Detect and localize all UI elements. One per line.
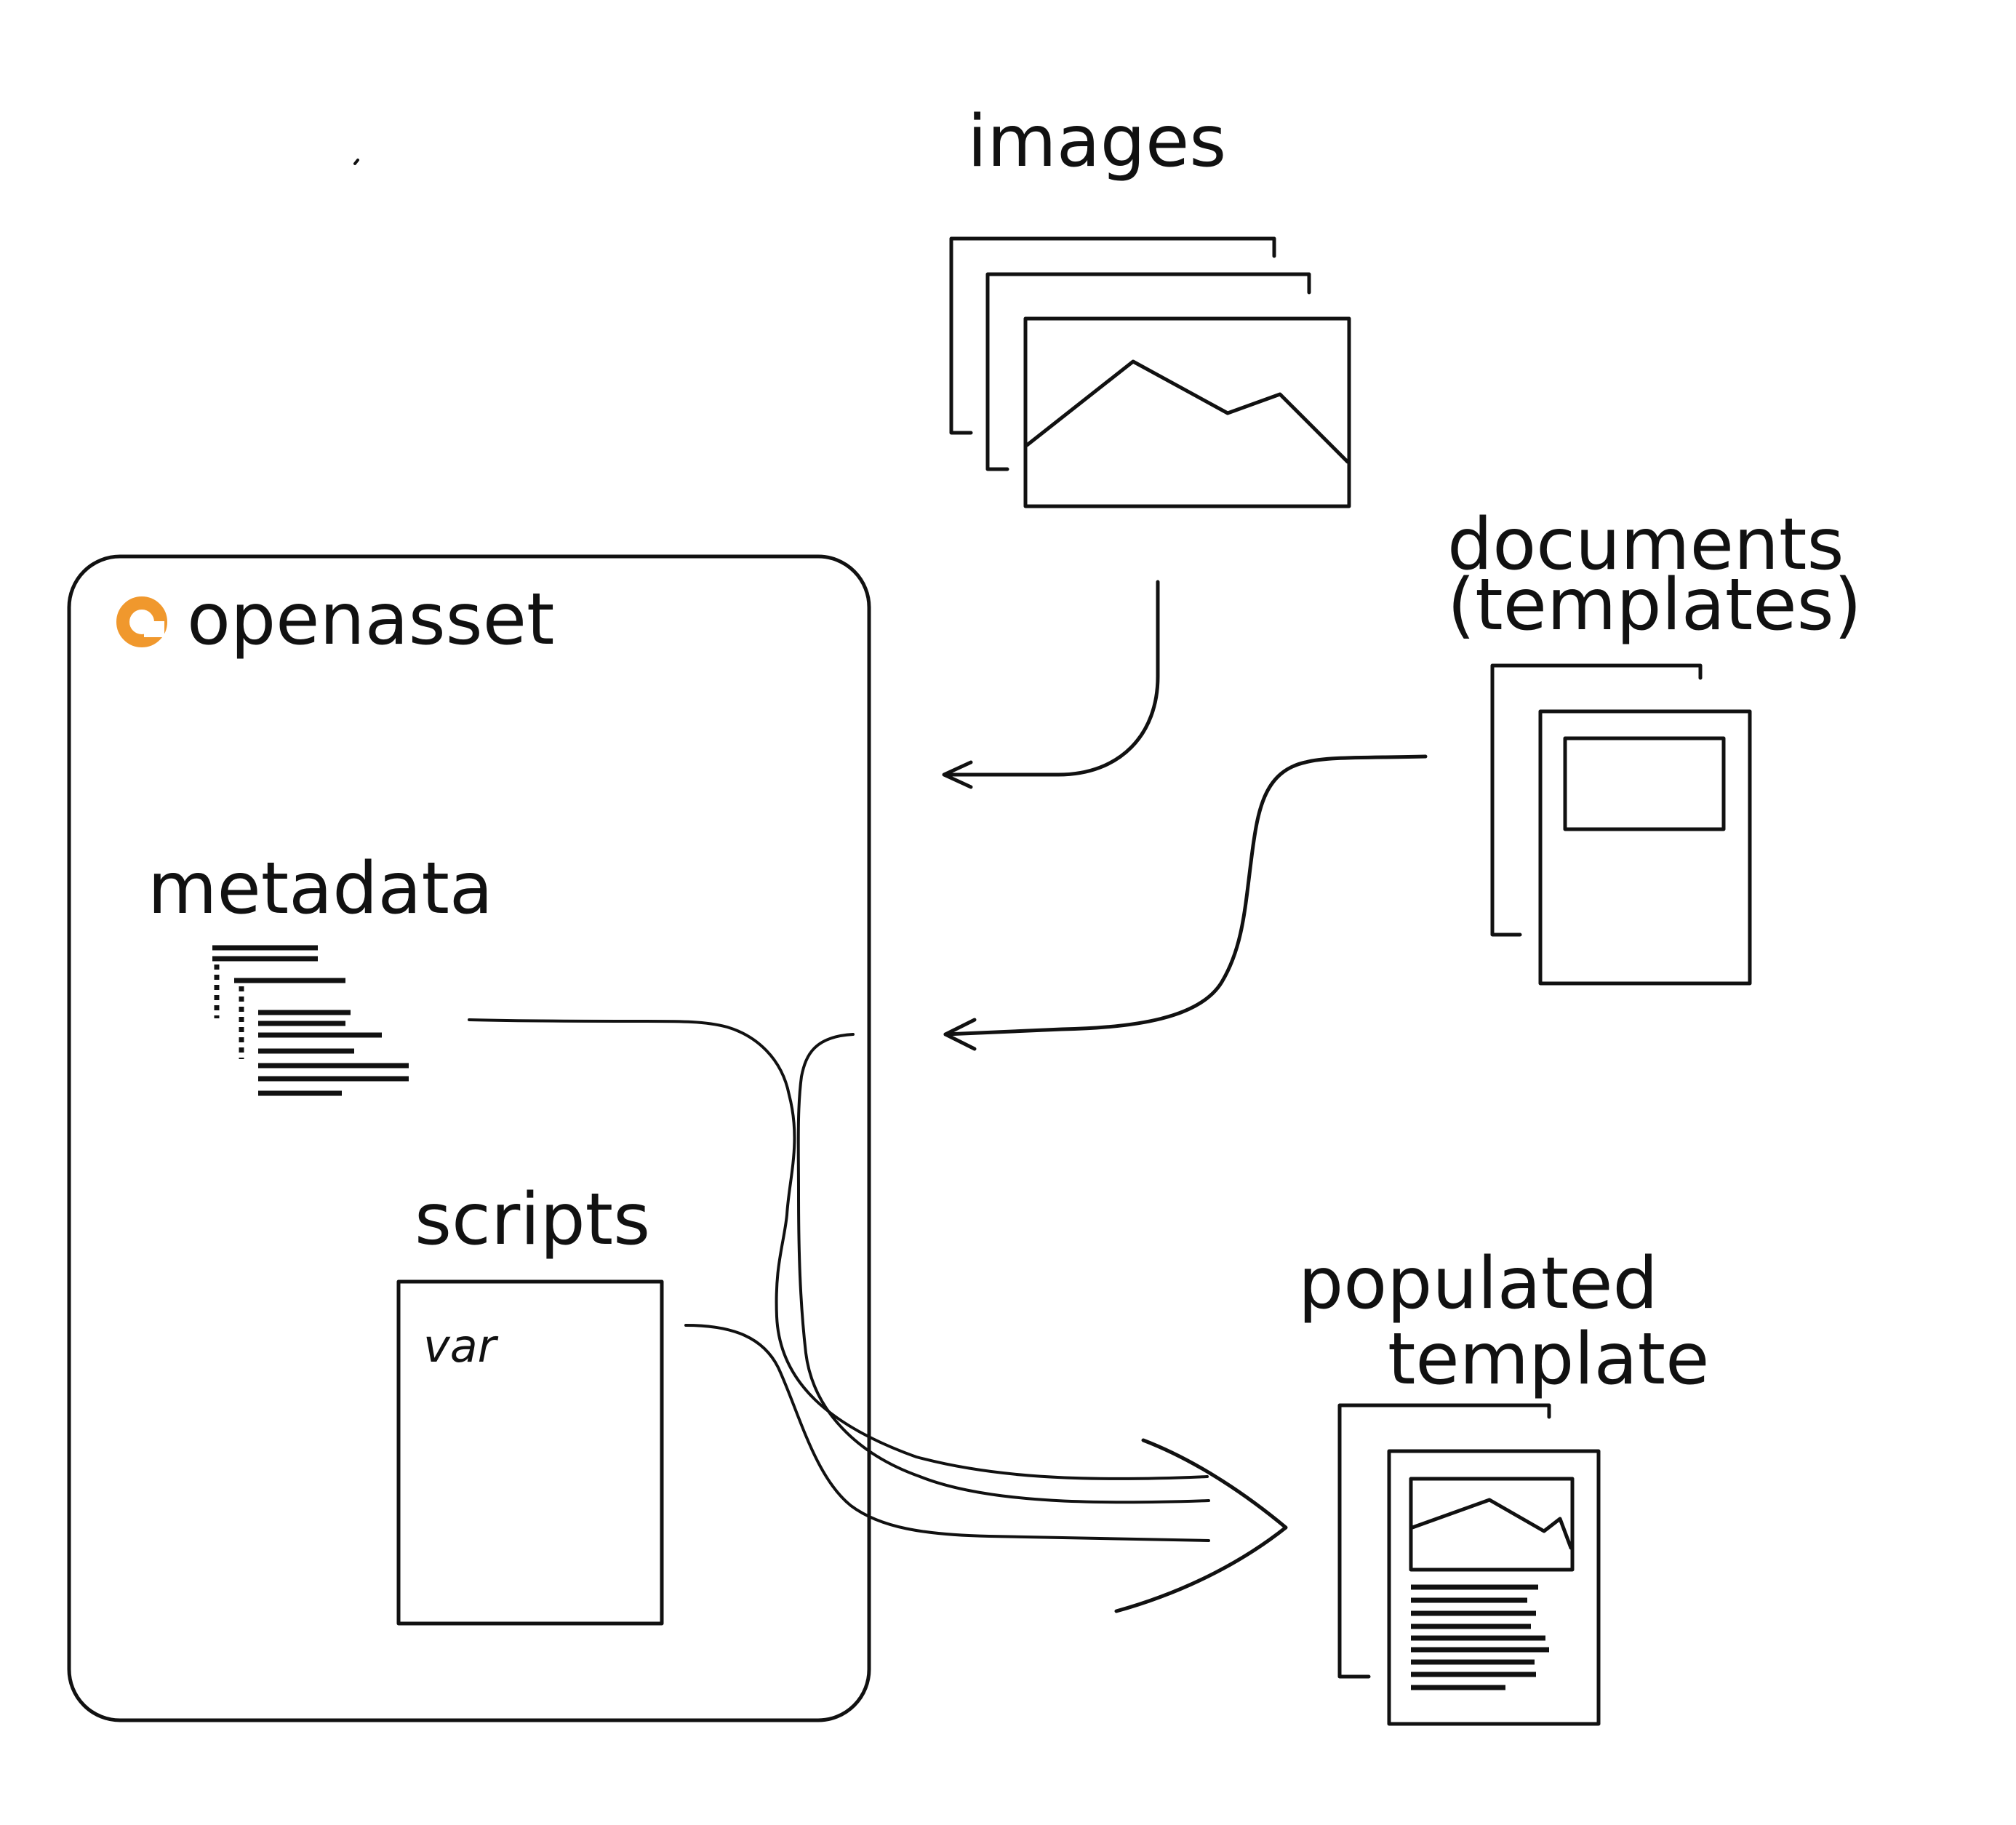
- scripts-label: scripts: [415, 1178, 650, 1261]
- populated-template-icon: [1337, 1403, 1601, 1726]
- document-template-icon: [1490, 663, 1752, 986]
- documents-label-line1: documents: [1447, 503, 1844, 586]
- flow-to-populated-template-arrows: [468, 1018, 1288, 1613]
- images-label: images: [967, 100, 1226, 183]
- image-stack-icon: [949, 236, 1351, 508]
- openasset-logo-icon: [116, 596, 167, 647]
- metadata-label: metadata: [148, 847, 493, 930]
- script-keyword: var: [423, 1319, 499, 1373]
- documents-to-openasset-arrow: [943, 754, 1428, 1051]
- images-to-openasset-arrow: [942, 580, 1160, 789]
- brand-name: openasset: [187, 578, 554, 661]
- openasset-container: [67, 554, 871, 1722]
- populated-label-line1: populated: [1298, 1242, 1658, 1325]
- script-page-icon: [396, 1279, 664, 1626]
- populated-label-line2: template: [1388, 1318, 1709, 1401]
- documents-label-line2: (templates): [1447, 564, 1862, 647]
- metadata-tree-icon: [212, 945, 409, 1096]
- stray-mark: [353, 159, 359, 165]
